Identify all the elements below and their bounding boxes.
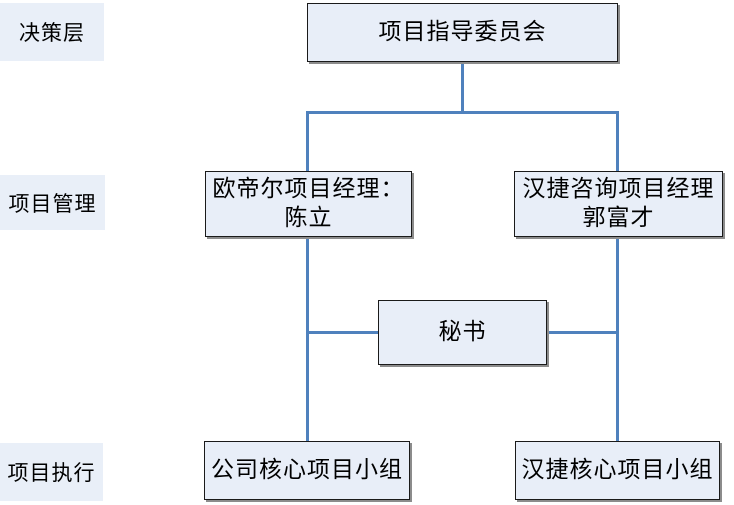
- node-secretary: 秘书: [378, 300, 547, 365]
- node-team-right-label: 汉捷核心项目小组: [521, 457, 714, 483]
- node-secretary-label: 秘书: [438, 319, 487, 345]
- node-manager-left-line1: 欧帝尔项目经理：: [212, 176, 405, 202]
- connector-steering-down: [461, 61, 464, 114]
- connector-right-manager-to-team: [616, 236, 619, 442]
- row-label-decision-layer: 决策层: [0, 3, 104, 61]
- node-manager-right: 汉捷咨询项目经理 郭富才: [514, 171, 723, 237]
- connector-right-manager-drop: [616, 111, 619, 172]
- node-team-left-label: 公司核心项目小组: [211, 457, 403, 483]
- node-manager-left: 欧帝尔项目经理： 陈立: [205, 171, 412, 237]
- node-manager-right-line1: 汉捷咨询项目经理: [522, 176, 715, 202]
- connector-left-manager-drop: [306, 111, 309, 172]
- node-manager-right-line2: 郭富才: [582, 205, 655, 230]
- connector-secretary-right: [546, 331, 619, 334]
- row-label-project-management: 项目管理: [0, 175, 105, 230]
- node-manager-left-line2: 陈立: [284, 205, 333, 230]
- connector-managers-horizontal: [306, 111, 619, 114]
- node-team-right: 汉捷核心项目小组: [515, 441, 720, 500]
- connector-secretary-left: [306, 331, 379, 334]
- node-steering-committee: 项目指导委员会: [307, 3, 618, 62]
- node-team-left: 公司核心项目小组: [204, 441, 410, 500]
- connector-left-manager-to-team: [306, 236, 309, 442]
- node-steering-committee-label: 项目指导委员会: [378, 19, 547, 45]
- row-label-project-execution: 项目执行: [0, 443, 103, 501]
